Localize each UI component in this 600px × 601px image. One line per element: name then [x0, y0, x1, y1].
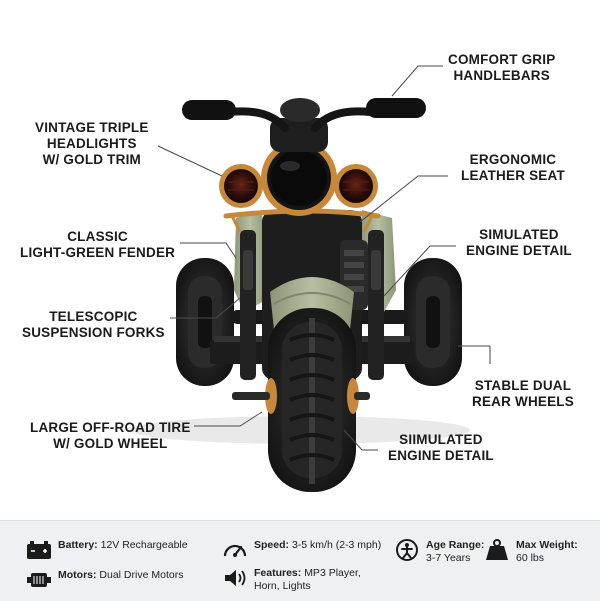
- child-icon: [396, 539, 418, 561]
- rear-right-wheel: [404, 258, 462, 386]
- spec-motors: Motors: Dual Drive Motors: [26, 569, 183, 591]
- callout-offroad-tire: LARGE OFF-ROAD TIRE w/ GOLD WHEEL: [30, 420, 191, 451]
- spec-battery: Battery: 12V Rechargeable: [26, 539, 188, 561]
- callout-classic-fender: CLASSIC LIGHT-GREEN FENDER: [20, 229, 176, 260]
- callout-lines: [157, 65, 491, 451]
- headlight-left: [219, 164, 263, 208]
- spec-age: Age Range: 3-7 Years: [394, 539, 484, 565]
- callout-stable-wheels: STABLE DUAL REAR WHEELS: [472, 378, 574, 409]
- callout-simulated-engine-top: SIMULATED ENGINE DETAIL: [466, 227, 572, 258]
- gold-wheel-right: [347, 378, 359, 414]
- callout-telescopic-forks: TELESCOPIC SUSPENSION FORKS: [22, 309, 165, 340]
- motor-icon: [27, 573, 51, 587]
- gold-wheel-left: [265, 378, 277, 414]
- spec-speed: Speed: 3-5 km/h (2-3 mph): [222, 539, 381, 561]
- product-stage: COMFORT GRIP HANDLEBARS VINTAGE TRIPLE H…: [20, 52, 574, 492]
- front-tire: [268, 308, 356, 492]
- speedometer-icon: [223, 544, 247, 557]
- battery-icon: [27, 541, 51, 559]
- headlight-center: [261, 140, 337, 216]
- speaker-icon: [225, 570, 246, 586]
- spec-bar: Battery: 12V Rechargeable Motors: Dual D…: [0, 520, 600, 601]
- headlight-right: [334, 164, 378, 208]
- callout-vintage-headlights: VINTAGE TRIPLE HEADLIGHTS w/ GOLD TRIM: [35, 120, 149, 167]
- spec-features: Features: MP3 Player, Horn, Lights: [222, 567, 361, 593]
- weight-icon: [486, 539, 508, 560]
- spec-weight: Max Weight: 60 lbs: [484, 539, 578, 565]
- motorcycle-illustration: [130, 98, 470, 492]
- callout-comfort-grip: COMFORT GRIP HANDLEBARS: [448, 52, 556, 83]
- handlebars: [182, 98, 426, 132]
- callout-simulated-engine-bottom: SIIMULATED ENGINE DETAIL: [388, 432, 494, 463]
- callout-ergonomic-seat: ERGONOMIC LEATHER SEAT: [461, 152, 565, 183]
